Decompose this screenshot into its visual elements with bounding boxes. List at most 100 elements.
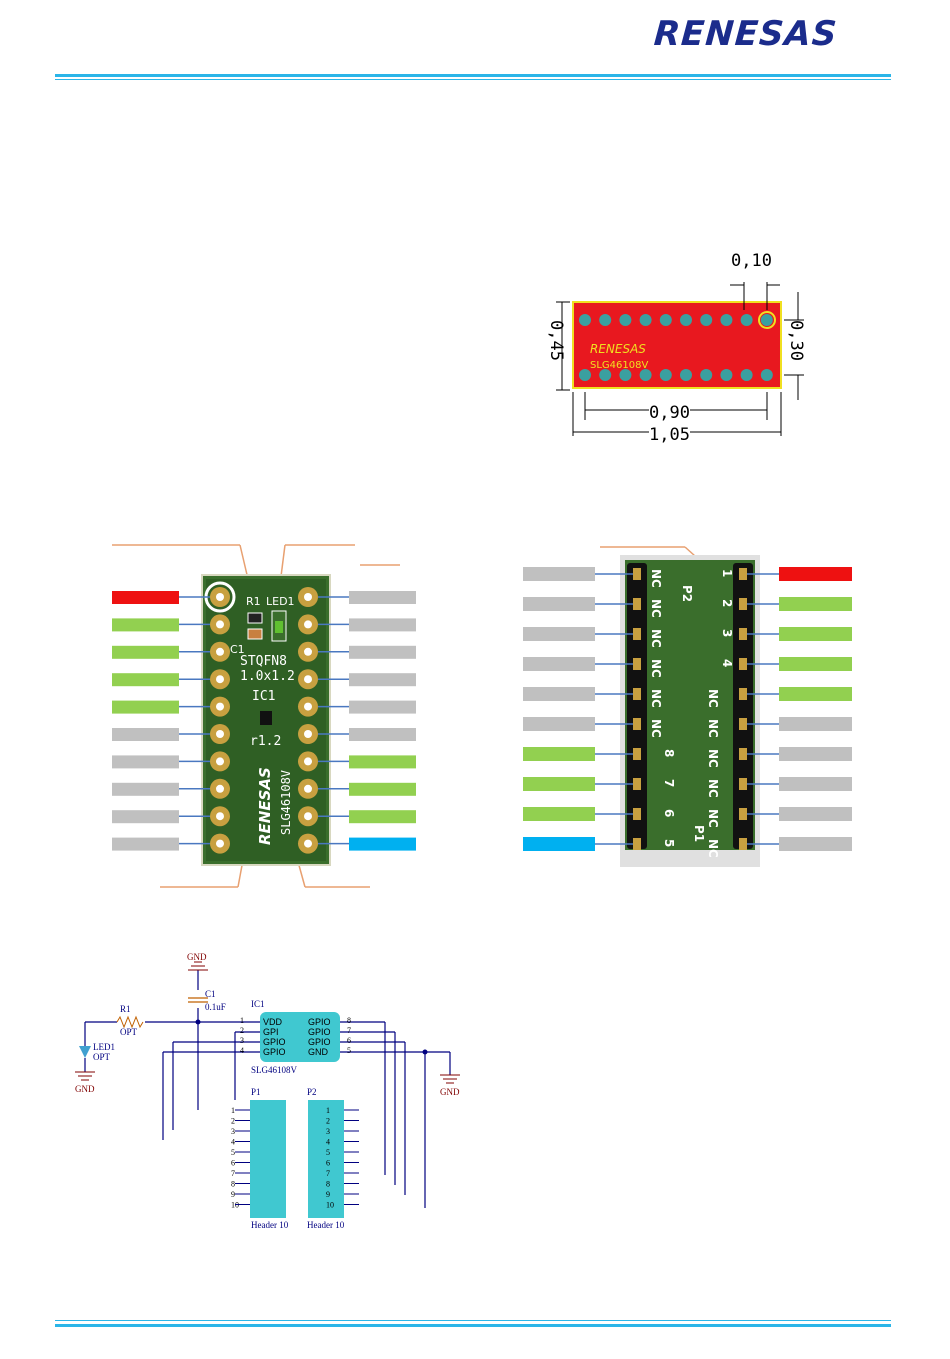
lv-left-pin-bar (112, 618, 179, 632)
sch-r1-val: OPT (120, 1027, 138, 1037)
rv-pin-label: 5 (662, 839, 676, 847)
rv-pin-label: 4 (720, 659, 734, 667)
rv-pin (633, 718, 641, 730)
rv-pin-label: NC (649, 599, 663, 618)
sch-c1-val: 0.1uF (205, 1002, 226, 1012)
rv-pin-label: NC (706, 809, 720, 828)
dim-pad (740, 369, 753, 381)
dim-pin-offset: 0,10 (731, 251, 772, 271)
dim-pad (680, 314, 692, 326)
rv-pin-label: NC (706, 689, 720, 708)
lv-right-pin-bar (349, 618, 416, 632)
rv-pin (739, 718, 747, 730)
lv-right-pin-bar (349, 728, 416, 741)
dim-pad (700, 369, 713, 381)
rv-pin (739, 808, 747, 820)
sch-p2-pin-num: 5 (326, 1148, 330, 1157)
dim-pad (599, 369, 612, 381)
lv-pad-hole (304, 647, 312, 656)
rv-right-pin-bar (779, 747, 852, 761)
dim-pad (579, 369, 591, 381)
rv-right-pin-bar (779, 807, 852, 821)
sch-ic-left-num: 4 (240, 1046, 244, 1055)
dim-board-logo: RENESAS (590, 342, 646, 356)
rv-right-pin-bar (779, 777, 852, 791)
sch-p1-pin-num: 9 (231, 1190, 235, 1199)
sch-ic-left-num: 1 (240, 1016, 244, 1025)
lv-pad-hole (304, 620, 312, 629)
rv-pin (633, 628, 641, 640)
lv-left-pin-bar (112, 810, 179, 824)
sch-ic-right-num: 8 (347, 1016, 351, 1025)
rv-pin-label: NC (706, 839, 720, 858)
sch-c1-ref: C1 (205, 989, 216, 999)
rv-right-pin-bar (779, 657, 852, 671)
sch-p1-pin-num: 6 (231, 1159, 235, 1168)
rv-pin (739, 628, 747, 640)
rv-pin-label: NC (649, 689, 663, 708)
lv-pad-hole (216, 702, 224, 711)
dim-pad (579, 314, 591, 326)
dim-pad (659, 314, 672, 326)
rv-right-pin-bar (779, 567, 852, 581)
rv-pin (739, 748, 747, 760)
lv-pad-hole (304, 702, 312, 711)
sch-p1-pin-num: 7 (231, 1169, 235, 1178)
dim-pad (760, 314, 773, 326)
sch-ic-left-pin: VDD (263, 1017, 283, 1027)
dim-pad (639, 314, 652, 326)
lv-left-pin-bar (112, 755, 179, 769)
rv-pin (633, 568, 641, 580)
rv-pin-label: 8 (662, 749, 676, 757)
sch-p2-ref: P2 (307, 1087, 317, 1097)
sch-p1-pin-num: 2 (231, 1117, 235, 1126)
lv-right-pin-bar (349, 782, 416, 796)
sch-ic-left-num: 2 (240, 1026, 244, 1035)
lv-pad-hole (304, 593, 312, 601)
sch-p1-pin-num: 8 (231, 1180, 235, 1189)
lv-left-pin-bar (112, 645, 179, 659)
sch-ic-left-pin: GPI (263, 1027, 279, 1037)
rv-pin-label: NC (649, 629, 663, 648)
sch-ic-right-pin: GPIO (308, 1037, 331, 1047)
sch-gnd-right: GND (440, 1087, 460, 1097)
sch-gnd-top: GND (187, 952, 207, 962)
sch-p1-pin-num: 3 (231, 1127, 235, 1136)
lv-led-label: LED1 (266, 595, 295, 608)
lv-pad-hole (216, 730, 224, 738)
rv-pin (739, 658, 747, 670)
lv-right-pin-bar (349, 673, 416, 687)
header-rule (55, 74, 891, 77)
rv-pin (739, 838, 747, 850)
lv-pad-hole (304, 675, 312, 684)
lv-right-pin-bar (349, 645, 416, 659)
rv-pin (739, 778, 747, 790)
rv-p2-label: P2 (680, 585, 694, 602)
rv-pin (633, 778, 641, 790)
sch-ic-part: SLG46108V (251, 1065, 298, 1075)
sch-p1-pin-num: 5 (231, 1148, 235, 1157)
sch-p2-pin-num: 3 (326, 1127, 330, 1136)
lv-pad-hole (216, 647, 224, 656)
sch-led-ref: LED1 (93, 1042, 115, 1052)
rv-pin (633, 748, 641, 760)
rv-pin (633, 838, 641, 850)
rv-p1-label: P1 (692, 825, 706, 842)
sch-ic-right-num: 5 (347, 1046, 351, 1055)
lv-left-pin-bar (112, 591, 179, 604)
lv-pad-hole (216, 593, 224, 601)
lv-pad-hole (216, 620, 224, 629)
sch-p2-pin-num: 9 (326, 1190, 330, 1199)
sch-gnd-left: GND (75, 1084, 95, 1094)
sch-p2-pin-num: 4 (326, 1138, 330, 1147)
lv-left-pin-bar (112, 728, 179, 741)
sch-p1-ref: P1 (251, 1087, 261, 1097)
dim-board-part: SLG46108V (590, 360, 648, 371)
sch-ic-right-pin: GPIO (308, 1017, 331, 1027)
lv-left-pin-bar (112, 837, 179, 851)
sch-ic-right-pin: GND (308, 1047, 329, 1057)
board-dimension-drawing: RENESAS SLG46108V (556, 282, 804, 436)
dim-pad (740, 314, 753, 326)
rv-right-pin-bar (779, 717, 852, 731)
